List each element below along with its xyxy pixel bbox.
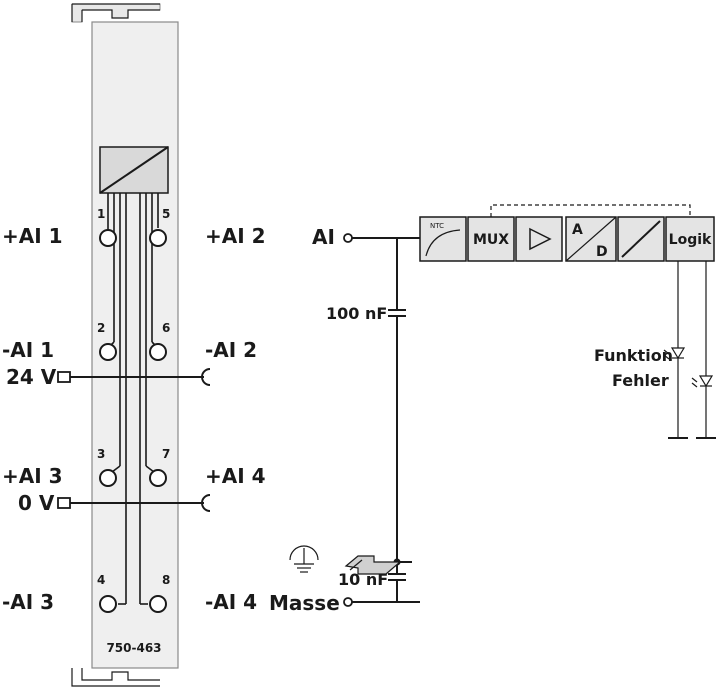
pin-6: 6 <box>162 321 170 335</box>
protective-ground-icon <box>289 545 319 573</box>
svg-text:A: A <box>572 222 583 238</box>
input-circuit: AI 100 nF 10 nF Masse <box>269 204 716 615</box>
logic-block: Logik <box>665 216 715 262</box>
led-function-icon <box>663 347 686 360</box>
pin-7: 7 <box>162 447 170 461</box>
svg-text:NTC: NTC <box>430 222 444 230</box>
pin-2: 2 <box>97 321 105 335</box>
amplifier-block <box>515 216 563 262</box>
label-plus-ai4: +AI 4 <box>205 464 266 488</box>
ad-converter-block: A D <box>565 216 617 262</box>
isolation-block <box>617 216 665 262</box>
svg-text:Logik: Logik <box>669 232 712 248</box>
label-0v: 0 V <box>18 491 55 515</box>
label-plus-ai3: +AI 3 <box>2 464 63 488</box>
label-minus-ai4: -AI 4 <box>205 590 257 614</box>
pin-8: 8 <box>162 573 170 587</box>
label-ai-input: AI <box>312 225 335 249</box>
label-minus-ai3: -AI 3 <box>2 590 54 614</box>
supply-rails <box>57 368 211 512</box>
label-plus-ai1: +AI 1 <box>2 224 63 248</box>
label-cap-10nf: 10 nF <box>338 570 388 589</box>
label-cap-100nf: 100 nF <box>326 304 387 323</box>
label-24v: 24 V <box>6 365 57 389</box>
module-housing: 1 5 2 6 3 7 4 8 750-463 <box>57 3 211 687</box>
dc-converter-symbol <box>99 146 169 194</box>
label-fehler: Fehler <box>612 371 669 390</box>
label-funktion: Funktion <box>594 346 673 365</box>
internal-bus-lines <box>107 193 159 605</box>
din-rail-icon <box>344 555 402 575</box>
part-number: 750-463 <box>106 641 161 655</box>
label-plus-ai2: +AI 2 <box>205 224 266 248</box>
mux-block: MUX <box>467 216 515 262</box>
led-error-icon <box>691 375 714 388</box>
terminal-points <box>99 229 167 613</box>
label-minus-ai2: -AI 2 <box>205 338 257 362</box>
svg-text:MUX: MUX <box>473 232 509 248</box>
pin-1: 1 <box>97 207 105 221</box>
ntc-block: NTC <box>419 216 467 262</box>
pin-4: 4 <box>97 573 105 587</box>
label-minus-ai1: -AI 1 <box>2 338 54 362</box>
label-masse: Masse <box>269 591 340 615</box>
svg-text:D: D <box>596 244 608 260</box>
pin-3: 3 <box>97 447 105 461</box>
pin-5: 5 <box>162 207 170 221</box>
